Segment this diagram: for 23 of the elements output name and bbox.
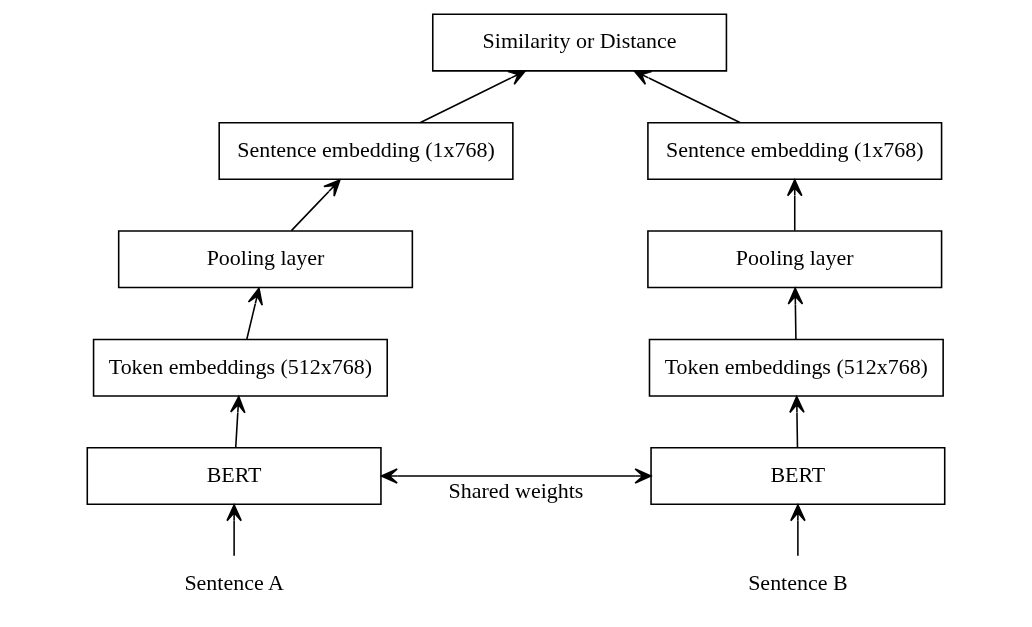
node-box: Pooling layer xyxy=(117,230,414,289)
arrow xyxy=(290,179,341,232)
arrow xyxy=(633,70,741,124)
node-text: Sentence A xyxy=(184,570,284,596)
arrow xyxy=(246,287,263,340)
arrow xyxy=(380,468,652,484)
node-box: Similarity or Distance xyxy=(432,13,728,72)
arrow xyxy=(789,395,805,449)
node-box: BERT xyxy=(650,447,946,506)
arrow xyxy=(787,287,804,340)
node-box: Token embeddings (512x768) xyxy=(92,338,388,397)
arrow xyxy=(419,70,527,124)
arrow xyxy=(786,179,803,232)
node-box: Sentence embedding (1x768) xyxy=(647,121,943,180)
arrow xyxy=(230,395,246,449)
node-box: BERT xyxy=(86,447,382,506)
node-box: Sentence embedding (1x768) xyxy=(218,121,514,180)
edge-label: Shared weights xyxy=(448,478,584,504)
node-text: Sentence B xyxy=(748,570,848,596)
arrow xyxy=(226,504,242,557)
node-box: Pooling layer xyxy=(647,230,943,289)
node-box: Token embeddings (512x768) xyxy=(648,338,944,397)
arrow xyxy=(790,504,806,557)
